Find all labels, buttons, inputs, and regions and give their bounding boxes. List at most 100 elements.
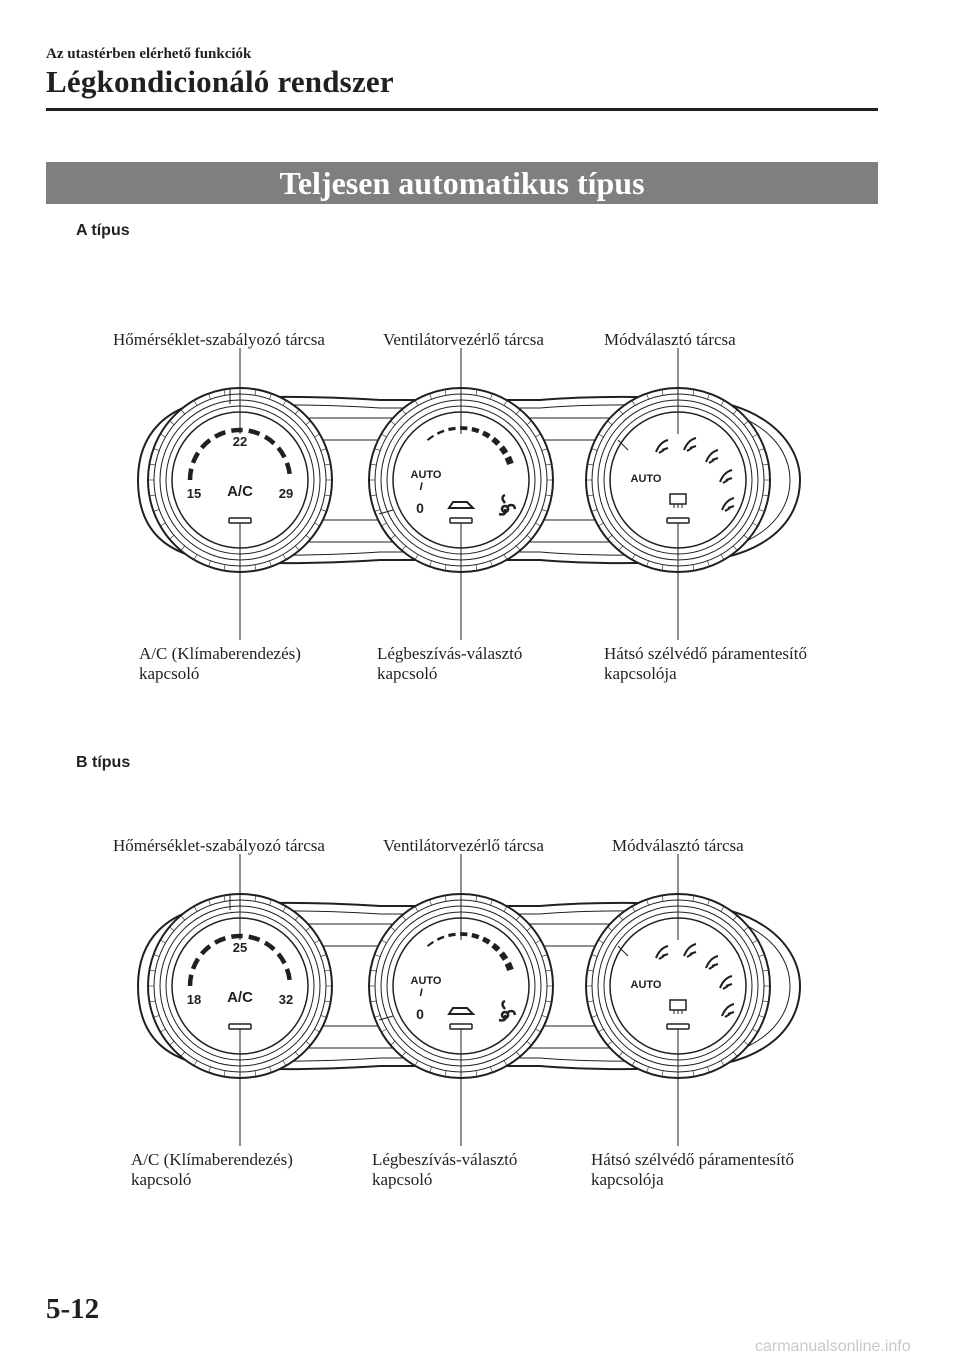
fan-speed-mark bbox=[471, 426, 480, 434]
dial-grip-notch bbox=[180, 545, 185, 551]
mode-auto-label: AUTO bbox=[631, 473, 662, 485]
callout-ac-switch: A/C (Klímaberendezés)kapcsoló bbox=[131, 1150, 293, 1190]
dial-grip-notch bbox=[169, 1041, 175, 1046]
dial-grip-notch bbox=[180, 409, 185, 415]
index-tick bbox=[617, 945, 629, 957]
dial-scale-mark bbox=[190, 451, 200, 464]
dial-grip-notch bbox=[282, 1060, 287, 1066]
callout-line: kapcsoló bbox=[377, 664, 438, 683]
dial-grip-notch bbox=[535, 522, 541, 527]
dial-scale-mark bbox=[187, 974, 194, 987]
temperature-mark-top: 25 bbox=[233, 940, 247, 955]
dial-grip-notch bbox=[762, 494, 769, 497]
temperature-mark-max: 32 bbox=[279, 992, 293, 1007]
dial-grip-notch bbox=[516, 409, 521, 415]
dial-grip-notch bbox=[607, 420, 613, 425]
dial-grip-notch bbox=[743, 926, 749, 931]
dial-grip-notch bbox=[587, 969, 594, 972]
dial-grip-notch bbox=[526, 926, 532, 931]
dial-grip-notch bbox=[535, 1028, 541, 1033]
dial-grip-notch bbox=[762, 969, 769, 972]
dial-grip-notch bbox=[269, 393, 272, 400]
dial-grip-notch bbox=[223, 564, 226, 571]
mode-dial[interactable]: AUTO bbox=[585, 893, 771, 1079]
dial-grip-notch bbox=[153, 954, 160, 957]
callout-line: kapcsoló bbox=[139, 664, 200, 683]
dial-scale-mark bbox=[199, 944, 212, 956]
dial-scale-mark bbox=[263, 940, 276, 952]
dial-grip-notch bbox=[535, 433, 541, 438]
fan-speed-mark bbox=[504, 961, 514, 972]
callout-line: Hátsó szélvédő páramentesítő bbox=[591, 1150, 794, 1169]
dial-grip-notch bbox=[490, 393, 493, 400]
dial-grip-notch bbox=[320, 954, 327, 957]
dial-grip-notch bbox=[324, 494, 331, 497]
fan-speed-mark bbox=[448, 932, 456, 938]
dial-grip-notch bbox=[282, 400, 287, 406]
dial-grip-notch bbox=[444, 895, 447, 902]
dial-grip-notch bbox=[320, 1015, 327, 1018]
chapter-title: Légkondicionáló rendszer bbox=[46, 64, 394, 99]
dial-grip-notch bbox=[374, 1015, 381, 1018]
dial-grip-notch bbox=[390, 926, 396, 931]
dial-grip-notch bbox=[618, 409, 623, 415]
dial-grip-notch bbox=[295, 545, 300, 551]
face-vent-icon bbox=[655, 439, 669, 454]
dial-grip-notch bbox=[193, 1060, 198, 1066]
callout-line: kapcsolója bbox=[591, 1170, 664, 1189]
dial-scale-mark bbox=[263, 434, 276, 446]
fan-speed-mark bbox=[481, 936, 491, 945]
index-tick bbox=[378, 509, 394, 515]
dial-grip-notch bbox=[314, 522, 320, 527]
dial-grip-notch bbox=[490, 1066, 493, 1073]
dial-grip-notch bbox=[733, 915, 738, 921]
fan-speed-mark bbox=[426, 435, 434, 441]
dial-grip-notch bbox=[160, 939, 166, 944]
dial-grip-notch bbox=[752, 1028, 758, 1033]
fan-off-label: 0 bbox=[416, 1006, 424, 1022]
dial-grip-notch bbox=[390, 420, 396, 425]
dial-grip-notch bbox=[526, 420, 532, 425]
dial-grip-notch bbox=[208, 560, 211, 567]
fan-speed-mark bbox=[498, 951, 509, 961]
recirculation-icon bbox=[447, 501, 476, 509]
dial-grip-notch bbox=[305, 926, 311, 931]
dial-grip-notch bbox=[631, 554, 636, 560]
dial-grip-notch bbox=[646, 393, 649, 400]
dial-grip-notch bbox=[414, 906, 419, 912]
dial-grip-notch bbox=[598, 1028, 604, 1033]
dial-grip-notch bbox=[618, 545, 623, 551]
dial-grip-notch bbox=[661, 1070, 664, 1077]
temperature-mark-min: 15 bbox=[187, 486, 201, 501]
dial-grip-notch bbox=[305, 420, 311, 425]
dial-grip-notch bbox=[545, 969, 552, 972]
dial-grip-notch bbox=[381, 1028, 387, 1033]
dial-grip-notch bbox=[743, 1041, 749, 1046]
ac-label: A/C bbox=[227, 989, 253, 1006]
callout-mode-dial: Módválasztó tárcsa bbox=[612, 836, 744, 855]
fan-speed-mark bbox=[436, 429, 445, 435]
dial-grip-notch bbox=[374, 954, 381, 957]
dial-grip-notch bbox=[646, 1066, 649, 1073]
windshield-defrost-icon bbox=[721, 1003, 735, 1018]
dial-grip-notch bbox=[503, 554, 508, 560]
dial-grip-notch bbox=[401, 409, 406, 415]
foot-vent-icon bbox=[705, 449, 719, 464]
bilevel-vent-icon bbox=[683, 437, 697, 452]
windshield-defrost-icon bbox=[721, 497, 735, 512]
dial-grip-notch bbox=[370, 1000, 377, 1003]
fan-speed-mark bbox=[491, 942, 501, 952]
breadcrumb: Az utastérben elérhető funkciók bbox=[46, 46, 252, 62]
dial-grip-notch bbox=[169, 535, 175, 540]
bilevel-vent-icon bbox=[683, 943, 697, 958]
page-number: 5-12 bbox=[46, 1293, 100, 1325]
dial-grip-notch bbox=[707, 393, 710, 400]
dial-grip-notch bbox=[153, 448, 160, 451]
dial-grip-notch bbox=[541, 509, 548, 512]
dial-grip-notch bbox=[475, 895, 478, 902]
